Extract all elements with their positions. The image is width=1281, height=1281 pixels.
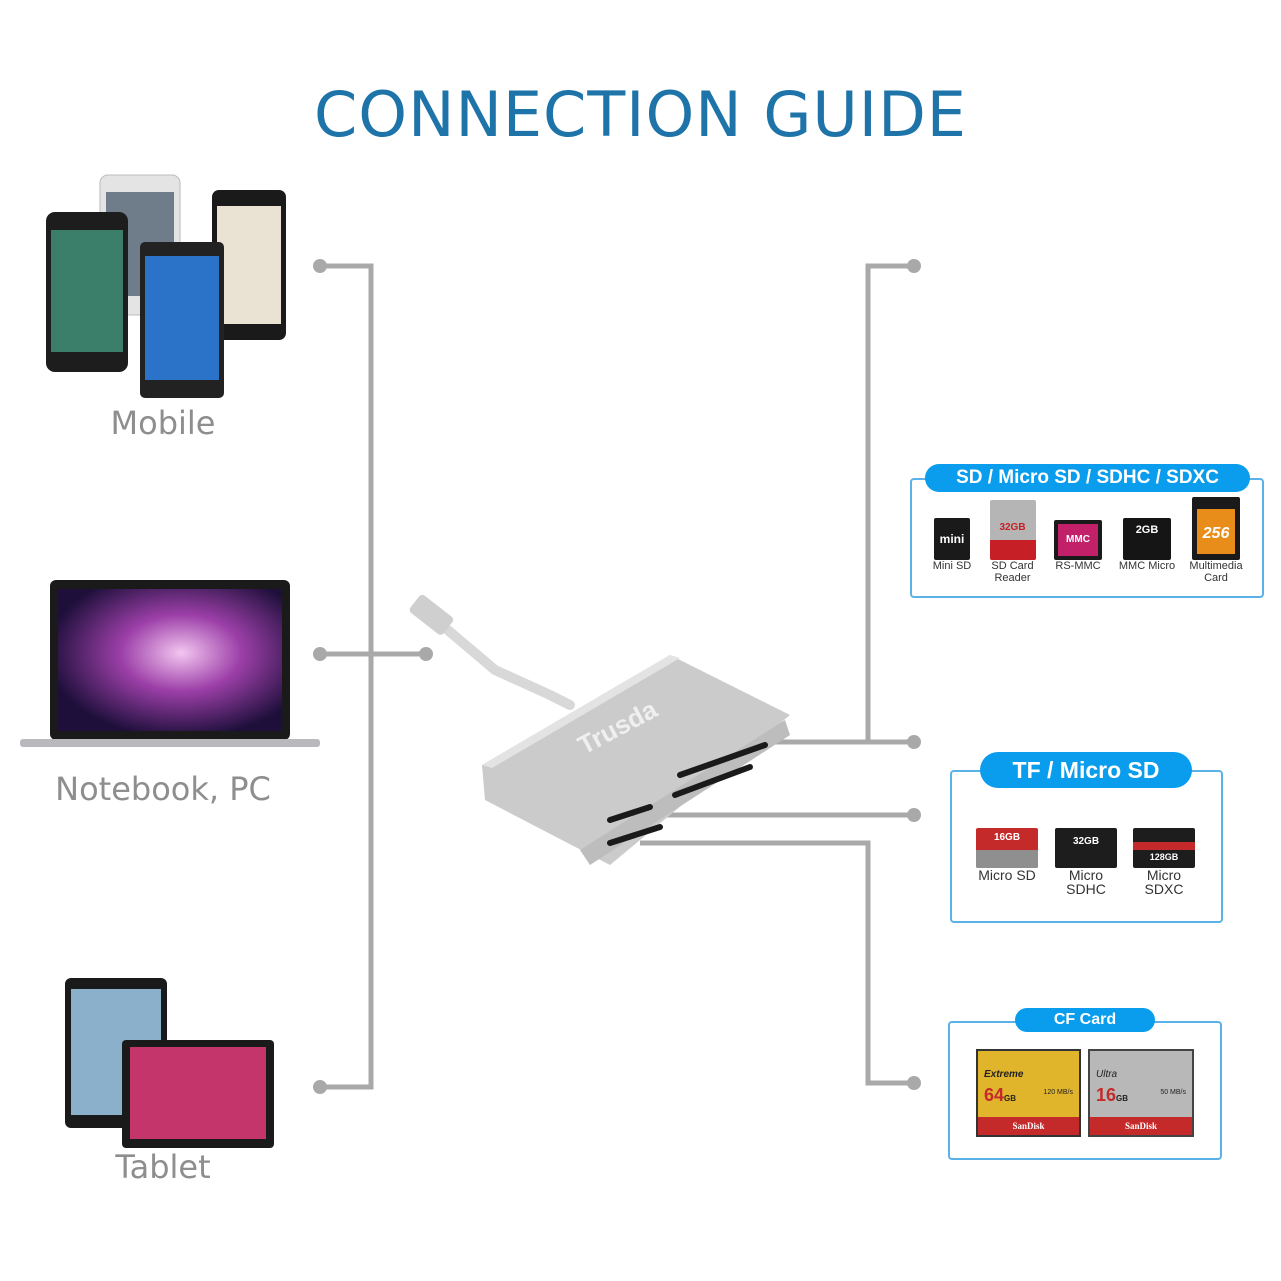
sd-group-heading: SD / Micro SD / SDHC / SDXC xyxy=(925,464,1250,492)
sd-card-mini-sd: mini Mini SD xyxy=(927,518,977,572)
sd-card-sd-reader: 32GB SD Card Reader xyxy=(985,500,1040,584)
cf-card-extreme: Extreme 64GB 120 MB/s SanDisk xyxy=(976,1049,1081,1137)
mobile-label: Mobile xyxy=(110,404,216,442)
card-reader-adapter xyxy=(409,595,790,865)
tf-card-micro-sdhc: 32GB Micro SDHC xyxy=(1052,828,1120,896)
tf-card-micro-sd: 16GB Micro SD xyxy=(972,828,1042,882)
sd-card-rs-mmc: MMC RS-MMC xyxy=(1050,520,1106,572)
tf-card-micro-sdxc: 128GB Micro SDXC xyxy=(1130,828,1198,896)
sd-card-mmc-micro: 2GB MMC Micro xyxy=(1116,518,1178,572)
tf-group-heading: TF / Micro SD xyxy=(980,752,1192,788)
sd-card-multimedia: 256 Multimedia Card xyxy=(1185,497,1247,584)
mobile-phones-icon xyxy=(46,174,286,398)
tablet-label: Tablet xyxy=(115,1148,211,1186)
notebook-icon xyxy=(20,580,320,747)
cf-group-heading: CF Card xyxy=(1015,1008,1155,1032)
notebook-label: Notebook, PC xyxy=(55,770,271,808)
tablet-icon xyxy=(65,978,274,1148)
page-title: CONNECTION GUIDE xyxy=(314,78,967,151)
cf-card-ultra: Ultra 16GB 50 MB/s SanDisk xyxy=(1088,1049,1194,1137)
